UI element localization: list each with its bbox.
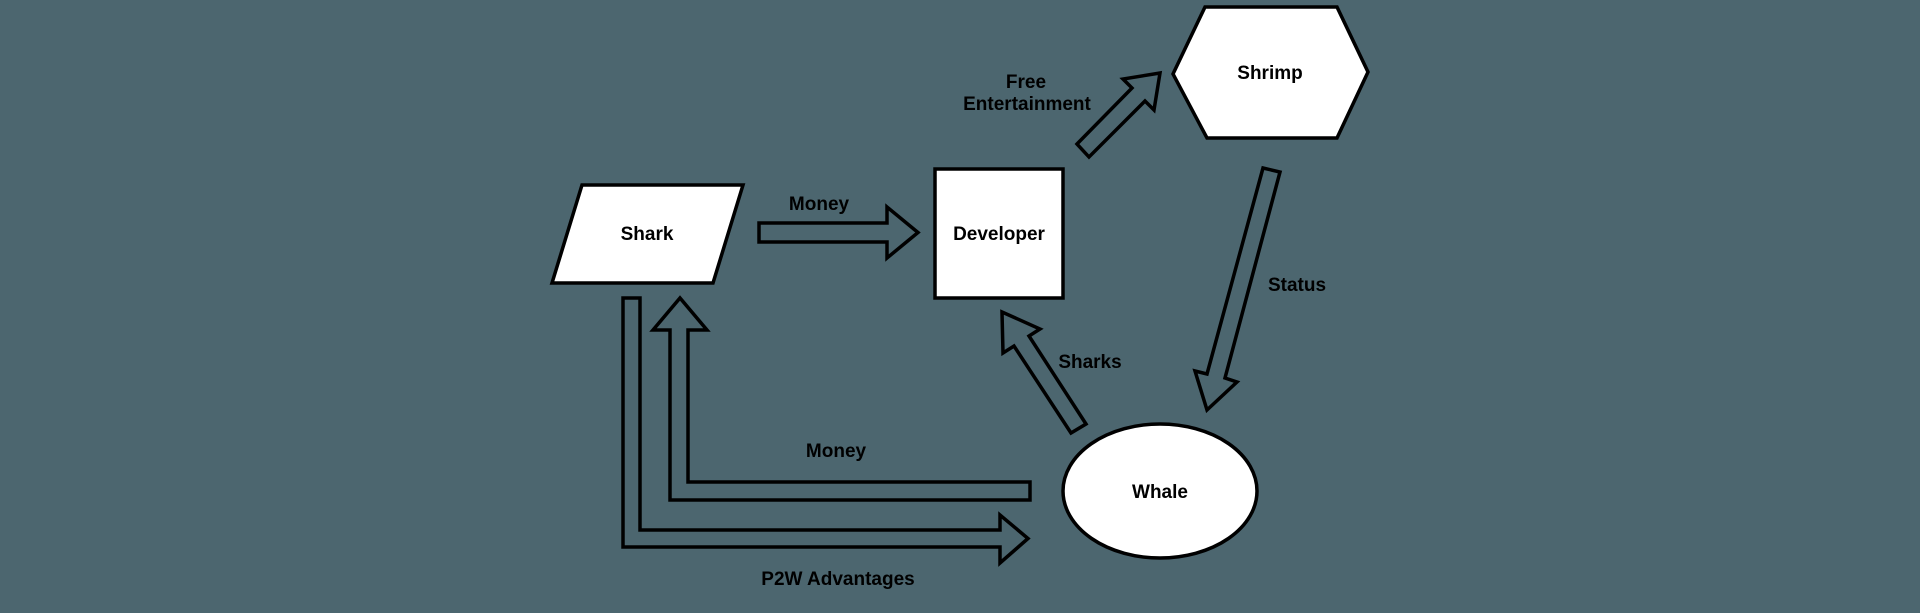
- developer-rectangle: [933, 167, 1065, 300]
- edge-label-free-line1: Free: [1006, 72, 1046, 93]
- arrow-status-shrimp-to-whale: [1192, 165, 1283, 414]
- whale-ellipse: [1061, 422, 1259, 560]
- whale-label: Whale: [1132, 482, 1188, 503]
- arrow-p2w-shark-to-whale: [621, 296, 1031, 567]
- node-shark: Shark: [549, 183, 746, 285]
- shrimp-hexagon: [1171, 5, 1370, 140]
- arrow-money-whale-to-shark: [649, 295, 1032, 502]
- arrow-money-shark-to-developer: [757, 203, 921, 262]
- node-shrimp: Shrimp: [1171, 5, 1370, 140]
- node-developer: Developer: [933, 167, 1065, 300]
- edge-label-p2w-advantages: P2W Advantages: [761, 569, 914, 590]
- arrow-free-entertainment-developer-to-shrimp: [1074, 70, 1163, 160]
- edge-label-status: Status: [1268, 275, 1326, 296]
- shark-parallelogram: [549, 183, 746, 285]
- edge-label-money-whale-shark: Money: [806, 441, 867, 462]
- edge-label-free-entertainment: Free Entertainment: [963, 72, 1091, 115]
- edge-label-free-line2: Entertainment: [963, 94, 1091, 115]
- arrow-sharks-whale-to-developer: [1000, 309, 1089, 436]
- developer-label: Developer: [953, 224, 1045, 245]
- shrimp-label: Shrimp: [1237, 63, 1302, 84]
- edge-label-sharks: Sharks: [1058, 352, 1121, 373]
- edge-label-money-shark-developer: Money: [789, 194, 850, 215]
- shark-label: Shark: [621, 224, 674, 245]
- node-whale: Whale: [1061, 422, 1259, 560]
